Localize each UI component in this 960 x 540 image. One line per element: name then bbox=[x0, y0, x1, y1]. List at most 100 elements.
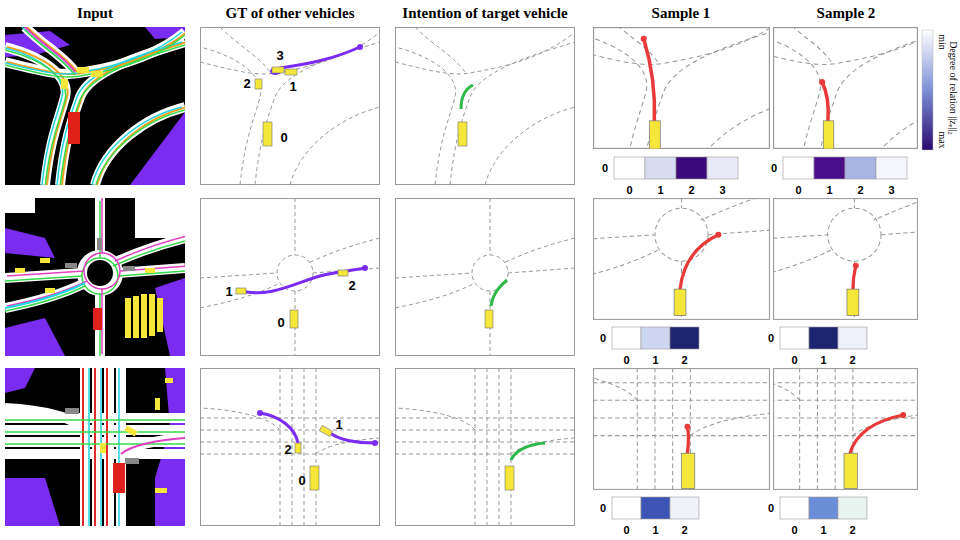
vehicle-number: 1 bbox=[225, 285, 232, 298]
illustration-shape bbox=[357, 44, 363, 50]
illustration-shape bbox=[612, 497, 641, 519]
sample-panel bbox=[750, 9, 960, 194]
illustration-shape bbox=[594, 199, 770, 320]
illustration-shape bbox=[40, 258, 50, 263]
illustration-shape bbox=[5, 198, 35, 213]
input-panel bbox=[2, 27, 187, 188]
illustration-shape bbox=[149, 294, 155, 336]
illustration-shape bbox=[155, 278, 185, 356]
illustration-shape bbox=[97, 238, 102, 250]
illustration-shape bbox=[750, 9, 960, 194]
illustration-shape bbox=[684, 424, 690, 430]
vehicle-number: 3 bbox=[276, 49, 283, 62]
heatmap-axis-label: 1 bbox=[820, 355, 826, 366]
illustration-shape bbox=[641, 497, 670, 519]
illustration-shape bbox=[255, 79, 262, 89]
heatmap-axis-label: 3 bbox=[888, 185, 894, 196]
heatmap-axis-label: 1 bbox=[657, 185, 663, 196]
illustration-shape bbox=[682, 453, 695, 488]
illustration-shape bbox=[338, 270, 348, 276]
illustration-shape bbox=[541, 125, 807, 357]
illustration-shape bbox=[124, 425, 137, 436]
illustration-shape bbox=[200, 27, 380, 185]
heatmap-axis-label: 0 bbox=[602, 163, 608, 174]
illustration-shape bbox=[780, 497, 809, 519]
illustration-shape bbox=[155, 488, 167, 493]
illustration-shape bbox=[814, 157, 845, 179]
illustration-shape bbox=[125, 298, 131, 338]
illustration-shape bbox=[687, 427, 688, 453]
illustration-shape bbox=[819, 79, 825, 85]
illustration-shape bbox=[272, 67, 284, 73]
illustration-shape bbox=[458, 122, 467, 146]
illustration-shape bbox=[614, 157, 645, 179]
heatmap-axis-label: 0 bbox=[795, 185, 801, 196]
illustration-shape bbox=[106, 368, 108, 526]
illustration-shape bbox=[201, 199, 380, 356]
colorbar bbox=[922, 30, 933, 150]
heatmap-axis-label: 2 bbox=[688, 185, 694, 196]
illustration-shape bbox=[670, 327, 699, 349]
illustration-shape bbox=[5, 431, 185, 433]
illustration-shape bbox=[5, 478, 60, 526]
illustration-shape bbox=[845, 157, 876, 179]
illustration-shape bbox=[714, 125, 960, 357]
vehicle-number: 0 bbox=[280, 131, 287, 144]
illustration-shape bbox=[774, 199, 918, 320]
input-panel bbox=[5, 196, 187, 359]
illustration-shape bbox=[83, 368, 107, 526]
illustration-shape bbox=[461, 85, 473, 109]
illustration-shape bbox=[395, 27, 575, 185]
colorbar-label: min bbox=[937, 34, 947, 50]
heatmap-axis-label: 1 bbox=[652, 355, 658, 366]
illustration-shape bbox=[822, 82, 828, 121]
column-header: Input bbox=[77, 6, 113, 21]
column-header: GT of other vehicles bbox=[225, 6, 354, 21]
column-header: Intention of target vehicle bbox=[402, 6, 567, 21]
illustration-shape bbox=[135, 198, 185, 238]
intention-panel bbox=[395, 368, 575, 526]
illustration-shape bbox=[809, 327, 838, 349]
illustration-shape bbox=[670, 497, 699, 519]
intention-panel bbox=[395, 198, 575, 356]
illustration-shape bbox=[201, 369, 380, 526]
heatmap-axis-label: 0 bbox=[771, 163, 777, 174]
illustration-shape bbox=[2, 27, 182, 185]
illustration-shape bbox=[15, 258, 163, 338]
illustration-shape bbox=[125, 458, 139, 464]
illustration-shape bbox=[680, 235, 718, 289]
illustration-shape bbox=[519, 309, 785, 540]
vehicle-number: 1 bbox=[289, 80, 296, 93]
sample-panel bbox=[714, 125, 960, 357]
illustration-shape bbox=[5, 443, 185, 445]
illustration-shape bbox=[5, 368, 185, 526]
sample-panel bbox=[541, 125, 807, 357]
illustration-shape bbox=[774, 369, 918, 490]
illustration-shape bbox=[594, 369, 770, 490]
illustration-shape bbox=[853, 266, 856, 290]
illustration-shape bbox=[681, 309, 947, 540]
relation-heatmap bbox=[614, 157, 907, 179]
illustration-shape bbox=[77, 67, 89, 73]
sample-panel bbox=[575, 9, 787, 194]
illustration-shape bbox=[100, 378, 173, 493]
illustration-shape bbox=[853, 263, 859, 269]
illustration-shape bbox=[396, 199, 575, 356]
illustration-shape bbox=[612, 327, 641, 349]
illustration-shape bbox=[395, 368, 575, 526]
illustration-shape bbox=[157, 298, 163, 332]
illustration-shape bbox=[5, 283, 85, 308]
illustration-shape bbox=[145, 268, 155, 273]
illustration-shape bbox=[575, 9, 787, 194]
vehicle-number: 0 bbox=[277, 316, 284, 329]
heatmap-axis-label: 0 bbox=[626, 185, 632, 196]
illustration-shape bbox=[330, 433, 375, 443]
illustration-shape bbox=[491, 280, 507, 306]
illustration-shape bbox=[68, 112, 80, 144]
heatmap-axis-label: 2 bbox=[849, 355, 855, 366]
illustration-shape bbox=[823, 121, 834, 149]
heatmap-axis-label: 0 bbox=[600, 333, 606, 344]
illustration-shape bbox=[372, 440, 378, 446]
illustration-shape bbox=[641, 36, 647, 42]
